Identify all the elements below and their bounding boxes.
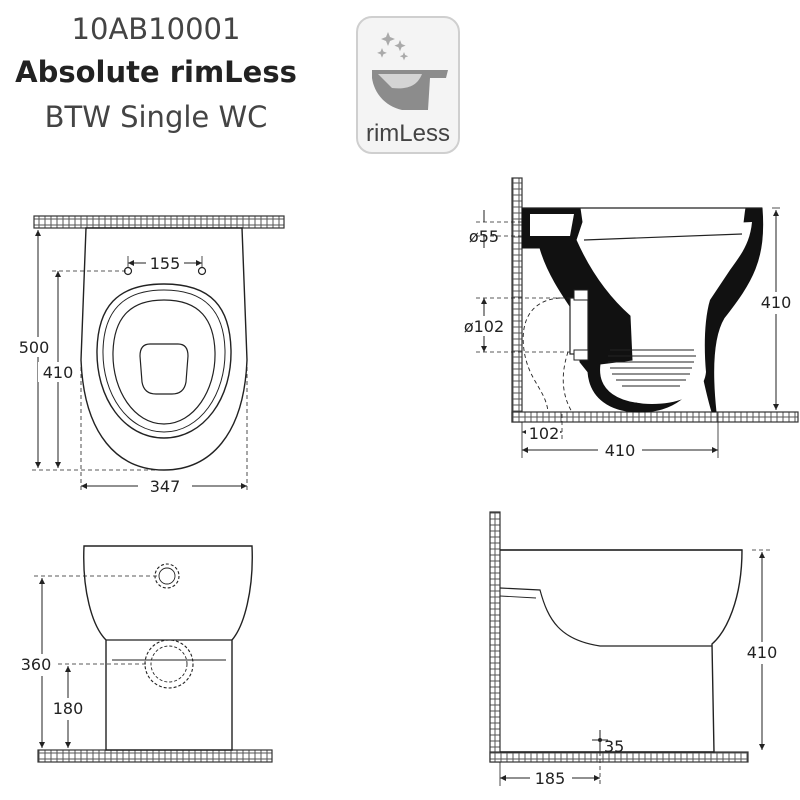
rimless-badge: rimLess <box>356 16 460 154</box>
floor-side-section <box>511 411 799 423</box>
dim-outlet-distance: 185 <box>535 769 566 788</box>
seat-inner <box>102 289 226 433</box>
outlet-pipe-dashed <box>522 297 561 413</box>
badge-label: rimLess <box>365 120 450 147</box>
wall-side-view <box>489 511 501 763</box>
dim-depth-total: 500 <box>19 338 50 357</box>
rim-line <box>583 233 743 241</box>
dim-outlet-diameter: ø102 <box>464 317 504 336</box>
dim-section-height: 410 <box>761 293 792 312</box>
side-view: 35 410 185 <box>489 511 782 788</box>
water-trap-top <box>139 343 189 395</box>
floor-front-view <box>37 749 273 763</box>
dim-hole-spacing: 155 <box>150 254 181 273</box>
wall-top-view <box>33 215 285 229</box>
bowl-outline-top <box>80 227 248 471</box>
dim-side-height: 410 <box>747 643 778 662</box>
wall-side-section <box>511 177 523 423</box>
seat-line-side <box>499 587 712 647</box>
dim-inlet-height: 360 <box>21 655 52 674</box>
product-name: Absolute rimLess <box>15 55 297 89</box>
front-view: 360 180 <box>16 545 273 763</box>
fixing-hole-right <box>197 266 207 276</box>
dim-outlet-height: 180 <box>53 699 84 718</box>
dim-fixing-height: 35 <box>604 737 624 756</box>
dim-width: 347 <box>150 477 181 496</box>
dim-depth-bowl: 410 <box>43 363 74 382</box>
body-outline-side <box>500 549 743 753</box>
top-view: 155 500 410 347 <box>14 215 285 496</box>
rimless-toilet-icon <box>372 32 448 110</box>
dim-inlet-diameter: ø55 <box>469 227 499 246</box>
product-code: 10AB10001 <box>71 12 241 46</box>
dim-outlet-offset: 102 <box>529 424 560 443</box>
inlet-channel <box>530 214 574 236</box>
side-section-view: ø55 ø102 410 102 410 <box>458 177 799 460</box>
dim-section-depth: 410 <box>605 441 636 460</box>
bowl-rim-top <box>112 299 216 425</box>
seat-outer <box>96 283 232 439</box>
product-subtitle: BTW Single WC <box>44 100 268 134</box>
water-level-lines <box>608 349 696 387</box>
outlet-circle <box>144 639 194 689</box>
bowl-cavity <box>584 222 752 404</box>
body-outline-front <box>83 545 253 751</box>
outlet-connector <box>569 297 589 355</box>
